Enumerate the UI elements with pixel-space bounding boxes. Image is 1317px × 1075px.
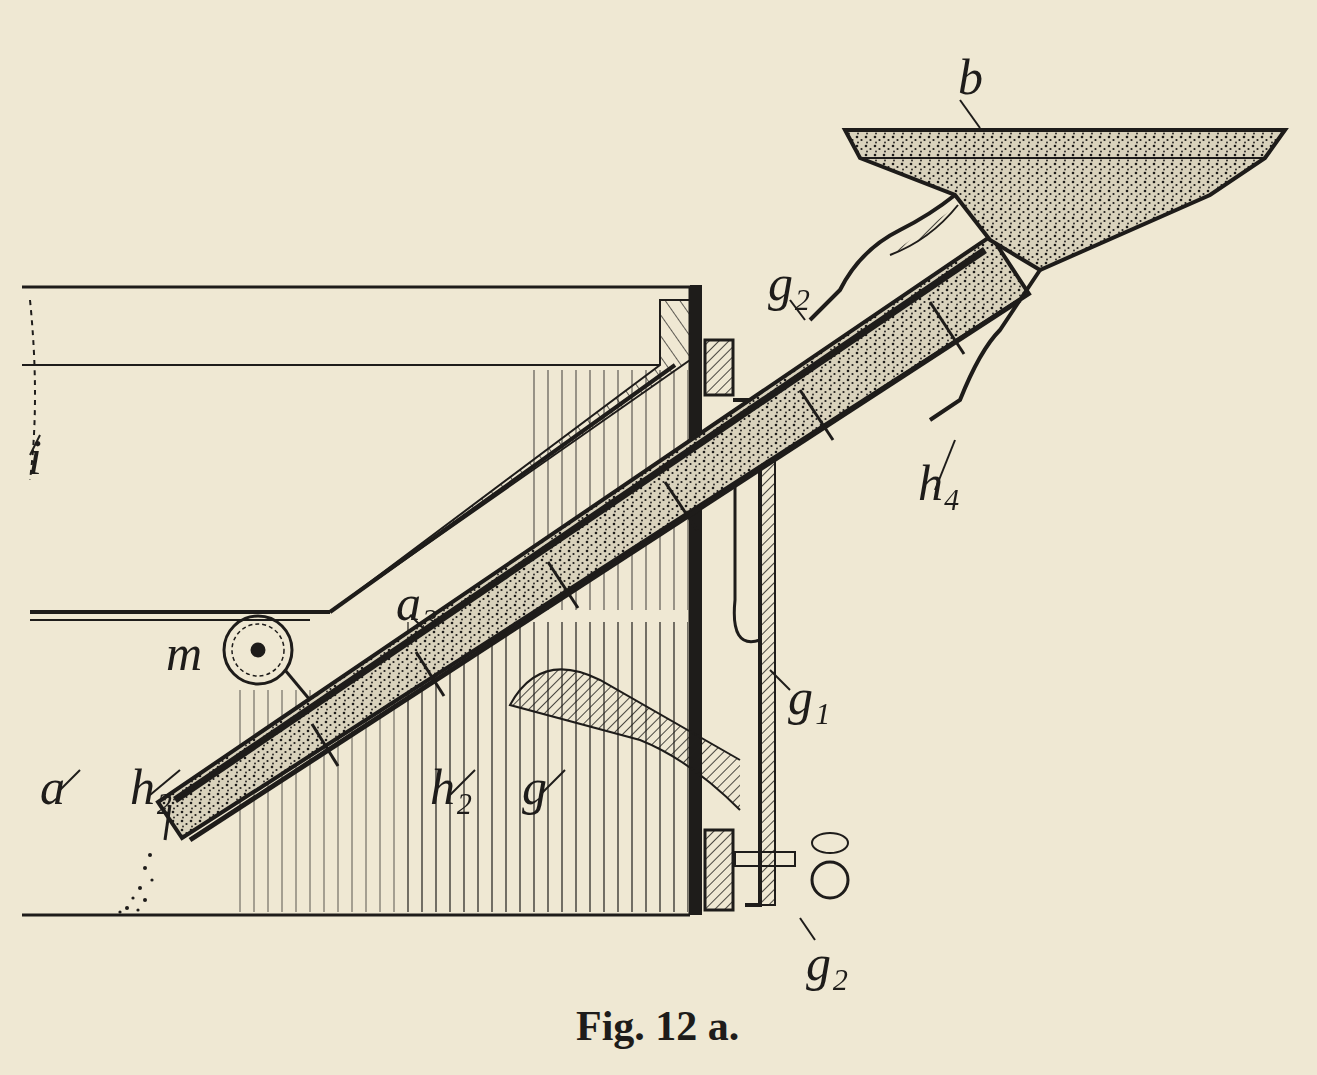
figure-caption: Fig. 12 a. [576, 1005, 739, 1047]
callout-letter: h₂ [430, 762, 472, 812]
callout-letter: b [958, 52, 983, 102]
callout-letter: a [40, 762, 65, 812]
seed-tube [158, 236, 1029, 840]
callout-letter: g₂ [806, 938, 848, 988]
callout-letter: m [166, 628, 202, 678]
callout-letter: g [522, 762, 547, 812]
callout-letter: h₄ [918, 458, 960, 508]
callout-letter: g₁ [788, 672, 830, 722]
housing [22, 285, 848, 915]
leader-lines [30, 100, 980, 940]
callout-letter: i [28, 432, 42, 482]
callout-letter: h₂ [130, 762, 172, 812]
seed-hopper [810, 130, 1285, 420]
falling-seed [118, 853, 153, 914]
callout-letter: g₂ [768, 258, 810, 308]
callout-letter: a₃ [396, 578, 438, 628]
